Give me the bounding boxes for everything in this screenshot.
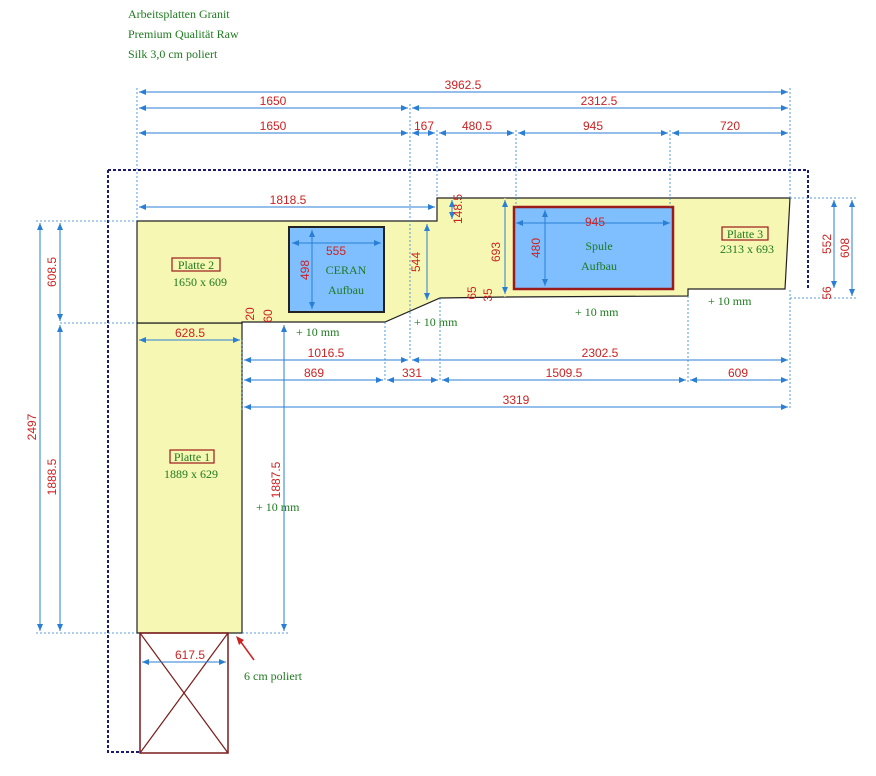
dim-row2-d: 945 [583,119,603,133]
dim-top-left: 1650 [260,94,287,108]
dim-low-2302: 2302.5 [582,346,619,360]
note-plus10-e: + 10 mm [256,500,300,514]
header-material: Arbeitsplatten Granit [128,7,230,21]
note-plus10-d: + 10 mm [708,294,752,308]
header-finish: Silk 3,0 cm poliert [128,47,218,61]
header-quality: Premium Qualität Raw [128,27,239,41]
dim-row2-e: 720 [720,119,740,133]
dim-60: 60 [261,309,275,323]
dim-20: 20 [243,307,257,321]
ceran-label: CERAN [326,263,367,277]
dim-right-56: 56 [820,286,834,300]
dim-693: 693 [489,242,503,262]
dim-low-331: 331 [402,366,422,380]
dim-65: 65 [465,286,479,300]
dim-row2-c: 480.5 [462,119,492,133]
note-polished: 6 cm poliert [244,669,303,683]
plate-3-label: Platte 3 [727,227,763,241]
dim-ceran-width: 555 [326,244,346,258]
dim-right-552: 552 [820,234,834,254]
dim-left-2497: 2497 [25,413,39,440]
dim-notch-148: 148.5 [451,194,465,224]
dim-top-right: 2312.5 [581,94,618,108]
dim-row2-b: 167 [414,119,434,133]
plate-2-label: Platte 2 [178,258,214,272]
sink-sublabel: Aufbau [581,259,617,273]
dim-low-1016: 1016.5 [308,346,345,360]
dim-cross-width: 617.5 [175,648,205,662]
ceran-sublabel: Aufbau [328,283,364,297]
dim-row2-a: 1650 [260,119,287,133]
plate-3-size: 2313 x 693 [720,242,774,256]
sink-label: Spule [585,239,612,253]
dim-low-3319: 3319 [503,393,530,407]
note-plus10-a: + 10 mm [296,325,340,339]
dim-upper-length: 1818.5 [270,193,307,207]
dim-sink-width: 945 [585,215,605,229]
dim-544: 544 [409,252,423,272]
dim-plate1-width: 628.5 [175,326,205,340]
room-outline [107,169,809,753]
cross-box [139,632,229,754]
note-plus10-c: + 10 mm [575,305,619,319]
dim-left-608: 608.5 [45,257,59,287]
dim-right-608: 608 [838,238,852,258]
dim-total-width: 3962.5 [445,78,482,92]
plate-2-size: 1650 x 609 [173,275,227,289]
note-plus10-b: + 10 mm [414,315,458,329]
dimension-lines [37,89,855,665]
dim-35: 35 [481,288,495,302]
dim-1887: 1887.5 [269,461,283,498]
dim-sink-height: 480 [529,238,543,258]
plate-1-size: 1889 x 629 [164,467,218,481]
dim-ceran-height: 498 [298,260,312,280]
dim-low-609: 609 [728,366,748,380]
extension-lines [36,88,856,634]
dim-left-1888: 1888.5 [45,458,59,495]
dim-low-869: 869 [304,366,324,380]
dim-low-1509: 1509.5 [546,366,583,380]
plate-1-label: Platte 1 [174,450,210,464]
